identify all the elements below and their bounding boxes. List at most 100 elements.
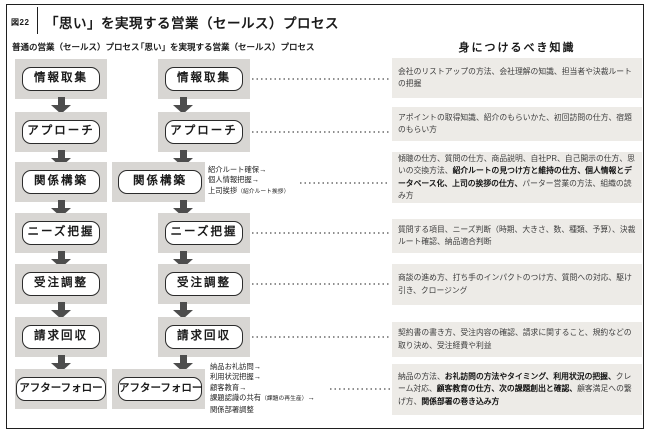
dotted-connector — [252, 336, 390, 338]
down-arrow-icon — [173, 355, 193, 372]
knowledge-segment: 質問する項目、ニーズ判断（時期、大きさ、数、種類、予算）、決裁ルート確認、納品適… — [398, 224, 636, 246]
arrow-shaft — [179, 355, 187, 363]
arrow-head — [51, 208, 71, 217]
knowledge-block: アポイントの取得知識、紹介のもらいかた、初回訪問の仕方、宿題のもらい方 — [392, 107, 642, 141]
knowledge-block: 商談の進め方、打ち手のインパクトのつけ方、質問への対応、駆け引き、クロージング — [392, 264, 642, 305]
arrow-head — [173, 310, 193, 319]
knowledge-segment: 商談の進め方、打ち手のインパクトのつけ方、質問への対応、駆け引き、クロージング — [398, 273, 632, 295]
arrow-shaft — [57, 97, 65, 105]
knowledge-text: 納品の方法、お礼訪問の方法やタイミング、利用状況の把握、クレーム対応、顧客教育の… — [398, 371, 636, 408]
knowledge-block: 会社のリストアップの方法、会社理解の知識、担当者や決裁ルートの把握 — [392, 58, 642, 98]
annotation-line: 上司挨拶（紹介ルート挨拶） — [208, 186, 289, 197]
arrow-head — [51, 259, 71, 268]
knowledge-segment: 会社のリストアップの方法、会社理解の知識、担当者や決裁ルートの把握 — [398, 66, 632, 88]
figure-title: 「思い」を実現する営業（セールス）プロセス — [45, 16, 339, 31]
down-arrow-icon — [173, 97, 193, 114]
process-step-box: 関係構築 — [22, 170, 100, 194]
process-step-box: アプローチ — [22, 120, 100, 144]
step-annotation: 納品お礼訪問→利用状況把握→顧客教育→課題認識の共有（課題の再生産）→関係部署調… — [210, 362, 315, 415]
arrow-head — [173, 363, 193, 372]
arrow-head — [51, 363, 71, 372]
knowledge-text: 質問する項目、ニーズ判断（時期、大きさ、数、種類、予算）、決裁ルート確認、納品適… — [398, 224, 636, 249]
annotation-line: 関係部署調整 — [210, 405, 315, 415]
annotation-text: 課題認識の共有 — [210, 393, 262, 403]
omoi-process-header: 「思い」を実現する営業（セールス）プロセス — [136, 42, 315, 52]
normal-process-header: 普通の営業（セールス）プロセス — [12, 42, 140, 52]
knowledge-segment-bold: 顧客教育の仕方、次の課題創出と確認、 — [436, 384, 578, 394]
knowledge-block: 契約書の書き方、受注内容の確認、請求に関すること、規約などの取り決め、受注経費や… — [392, 322, 642, 357]
knowledge-text: 会社のリストアップの方法、会社理解の知識、担当者や決裁ルートの把握 — [398, 66, 636, 91]
annotation-line: 利用状況把握→ — [210, 372, 315, 382]
process-step-box: 請求回収 — [165, 325, 243, 349]
process-step-box: 関係構築 — [118, 170, 202, 194]
down-arrow-icon — [51, 97, 71, 114]
annotation-small-text: （課題の再生産） — [261, 396, 308, 403]
arrow-head — [173, 208, 193, 217]
divider-line — [37, 7, 38, 34]
process-step-box: ニーズ把握 — [22, 221, 100, 245]
dotted-connector — [252, 232, 390, 234]
down-arrow-icon — [51, 251, 71, 268]
process-step-box: 受注調整 — [165, 272, 243, 296]
annotation-text: 利用状況把握→ — [210, 372, 262, 382]
knowledge-segment: アポイントの取得知識、紹介のもらいかた、初回訪問の仕方、宿題のもらい方 — [398, 112, 632, 134]
arrow-shaft — [179, 200, 187, 208]
knowledge-segment: 契約書の書き方、受注内容の確認、請求に関すること、規約などの取り決め、受注経費や… — [398, 328, 632, 350]
process-step-box: アプローチ — [165, 120, 243, 144]
arrow-head — [173, 259, 193, 268]
annotation-text: → — [307, 393, 315, 403]
annotation-line: 紹介ルート確保→ — [208, 165, 289, 175]
knowledge-text: アポイントの取得知識、紹介のもらいかた、初回訪問の仕方、宿題のもらい方 — [398, 112, 636, 137]
process-step-box: 受注調整 — [22, 272, 100, 296]
knowledge-block: 傾聴の仕方、質問の仕方、商品説明、自社PR、自己開示の仕方、思いの交換方法、紹介… — [392, 152, 642, 203]
arrow-head — [173, 105, 193, 114]
arrow-head — [51, 310, 71, 319]
arrow-shaft — [179, 150, 187, 158]
knowledge-block: 質問する項目、ニーズ判断（時期、大きさ、数、種類、予算）、決裁ルート確認、納品適… — [392, 219, 642, 253]
process-step-box: 情報取集 — [165, 67, 243, 91]
knowledge-header: 身につけるべき知識 — [458, 42, 576, 54]
knowledge-segment-bold: 関係部署の巻き込み方 — [421, 396, 500, 406]
dotted-connector — [330, 388, 390, 390]
arrow-shaft — [57, 251, 65, 259]
knowledge-segment: 傾聴の仕方、質問の仕方、商品説明、自社PR、自己開示の仕方、思いの交換方法、 — [398, 153, 635, 176]
down-arrow-icon — [173, 302, 193, 319]
process-step-box: アフターフォロー — [16, 377, 106, 401]
process-step-box: 情報取集 — [22, 67, 100, 91]
annotation-text: 納品お礼訪問→ — [210, 362, 262, 371]
knowledge-text: 商談の進め方、打ち手のインパクトのつけ方、質問への対応、駆け引き、クロージング — [398, 272, 636, 297]
knowledge-text: 契約書の書き方、受注内容の確認、請求に関すること、規約などの取り決め、受注経費や… — [398, 327, 636, 352]
knowledge-segment-bold: 紹介ルートの見つけ方と維持の仕方、個人情報とデータベース化、上司の挨拶の仕方、 — [398, 166, 632, 188]
down-arrow-icon — [51, 355, 71, 372]
annotation-text: 上司挨拶 — [208, 185, 238, 195]
arrow-shaft — [57, 150, 65, 158]
annotation-line: 課題認識の共有（課題の再生産）→ — [210, 393, 315, 404]
knowledge-block: 納品の方法、お礼訪問の方法やタイミング、利用状況の把握、クレーム対応、顧客教育の… — [392, 364, 642, 415]
annotation-text: 個人情報把握→ — [208, 175, 260, 185]
annotation-line: 納品お礼訪問→ — [210, 362, 315, 372]
arrow-shaft — [179, 302, 187, 310]
arrow-shaft — [179, 251, 187, 259]
arrow-head — [51, 105, 71, 114]
annotation-small-text: （紹介ルート挨拶） — [237, 188, 290, 195]
knowledge-segment: クレーム対応、 — [398, 372, 632, 394]
dotted-connector — [252, 131, 390, 133]
figure-border — [6, 4, 644, 429]
process-step-box: アフターフォロー — [118, 377, 202, 401]
dotted-connector — [252, 78, 390, 80]
knowledge-text: 傾聴の仕方、質問の仕方、商品説明、自社PR、自己開示の仕方、思いの交換方法、紹介… — [398, 153, 636, 202]
down-arrow-icon — [173, 251, 193, 268]
annotation-text: 関係部署調整 — [210, 404, 254, 414]
arrow-shaft — [57, 200, 65, 208]
arrow-shaft — [57, 355, 65, 363]
process-step-box: ニーズ把握 — [165, 221, 243, 245]
annotation-text: 顧客教育→ — [210, 382, 247, 392]
dotted-connector — [252, 283, 390, 285]
down-arrow-icon — [173, 200, 193, 217]
knowledge-segment: 顧客満足への繋げ方、 — [398, 384, 632, 406]
arrow-shaft — [179, 97, 187, 105]
arrow-shaft — [57, 302, 65, 310]
knowledge-segment: パーター営業の方法、組織の読み方 — [398, 178, 632, 200]
